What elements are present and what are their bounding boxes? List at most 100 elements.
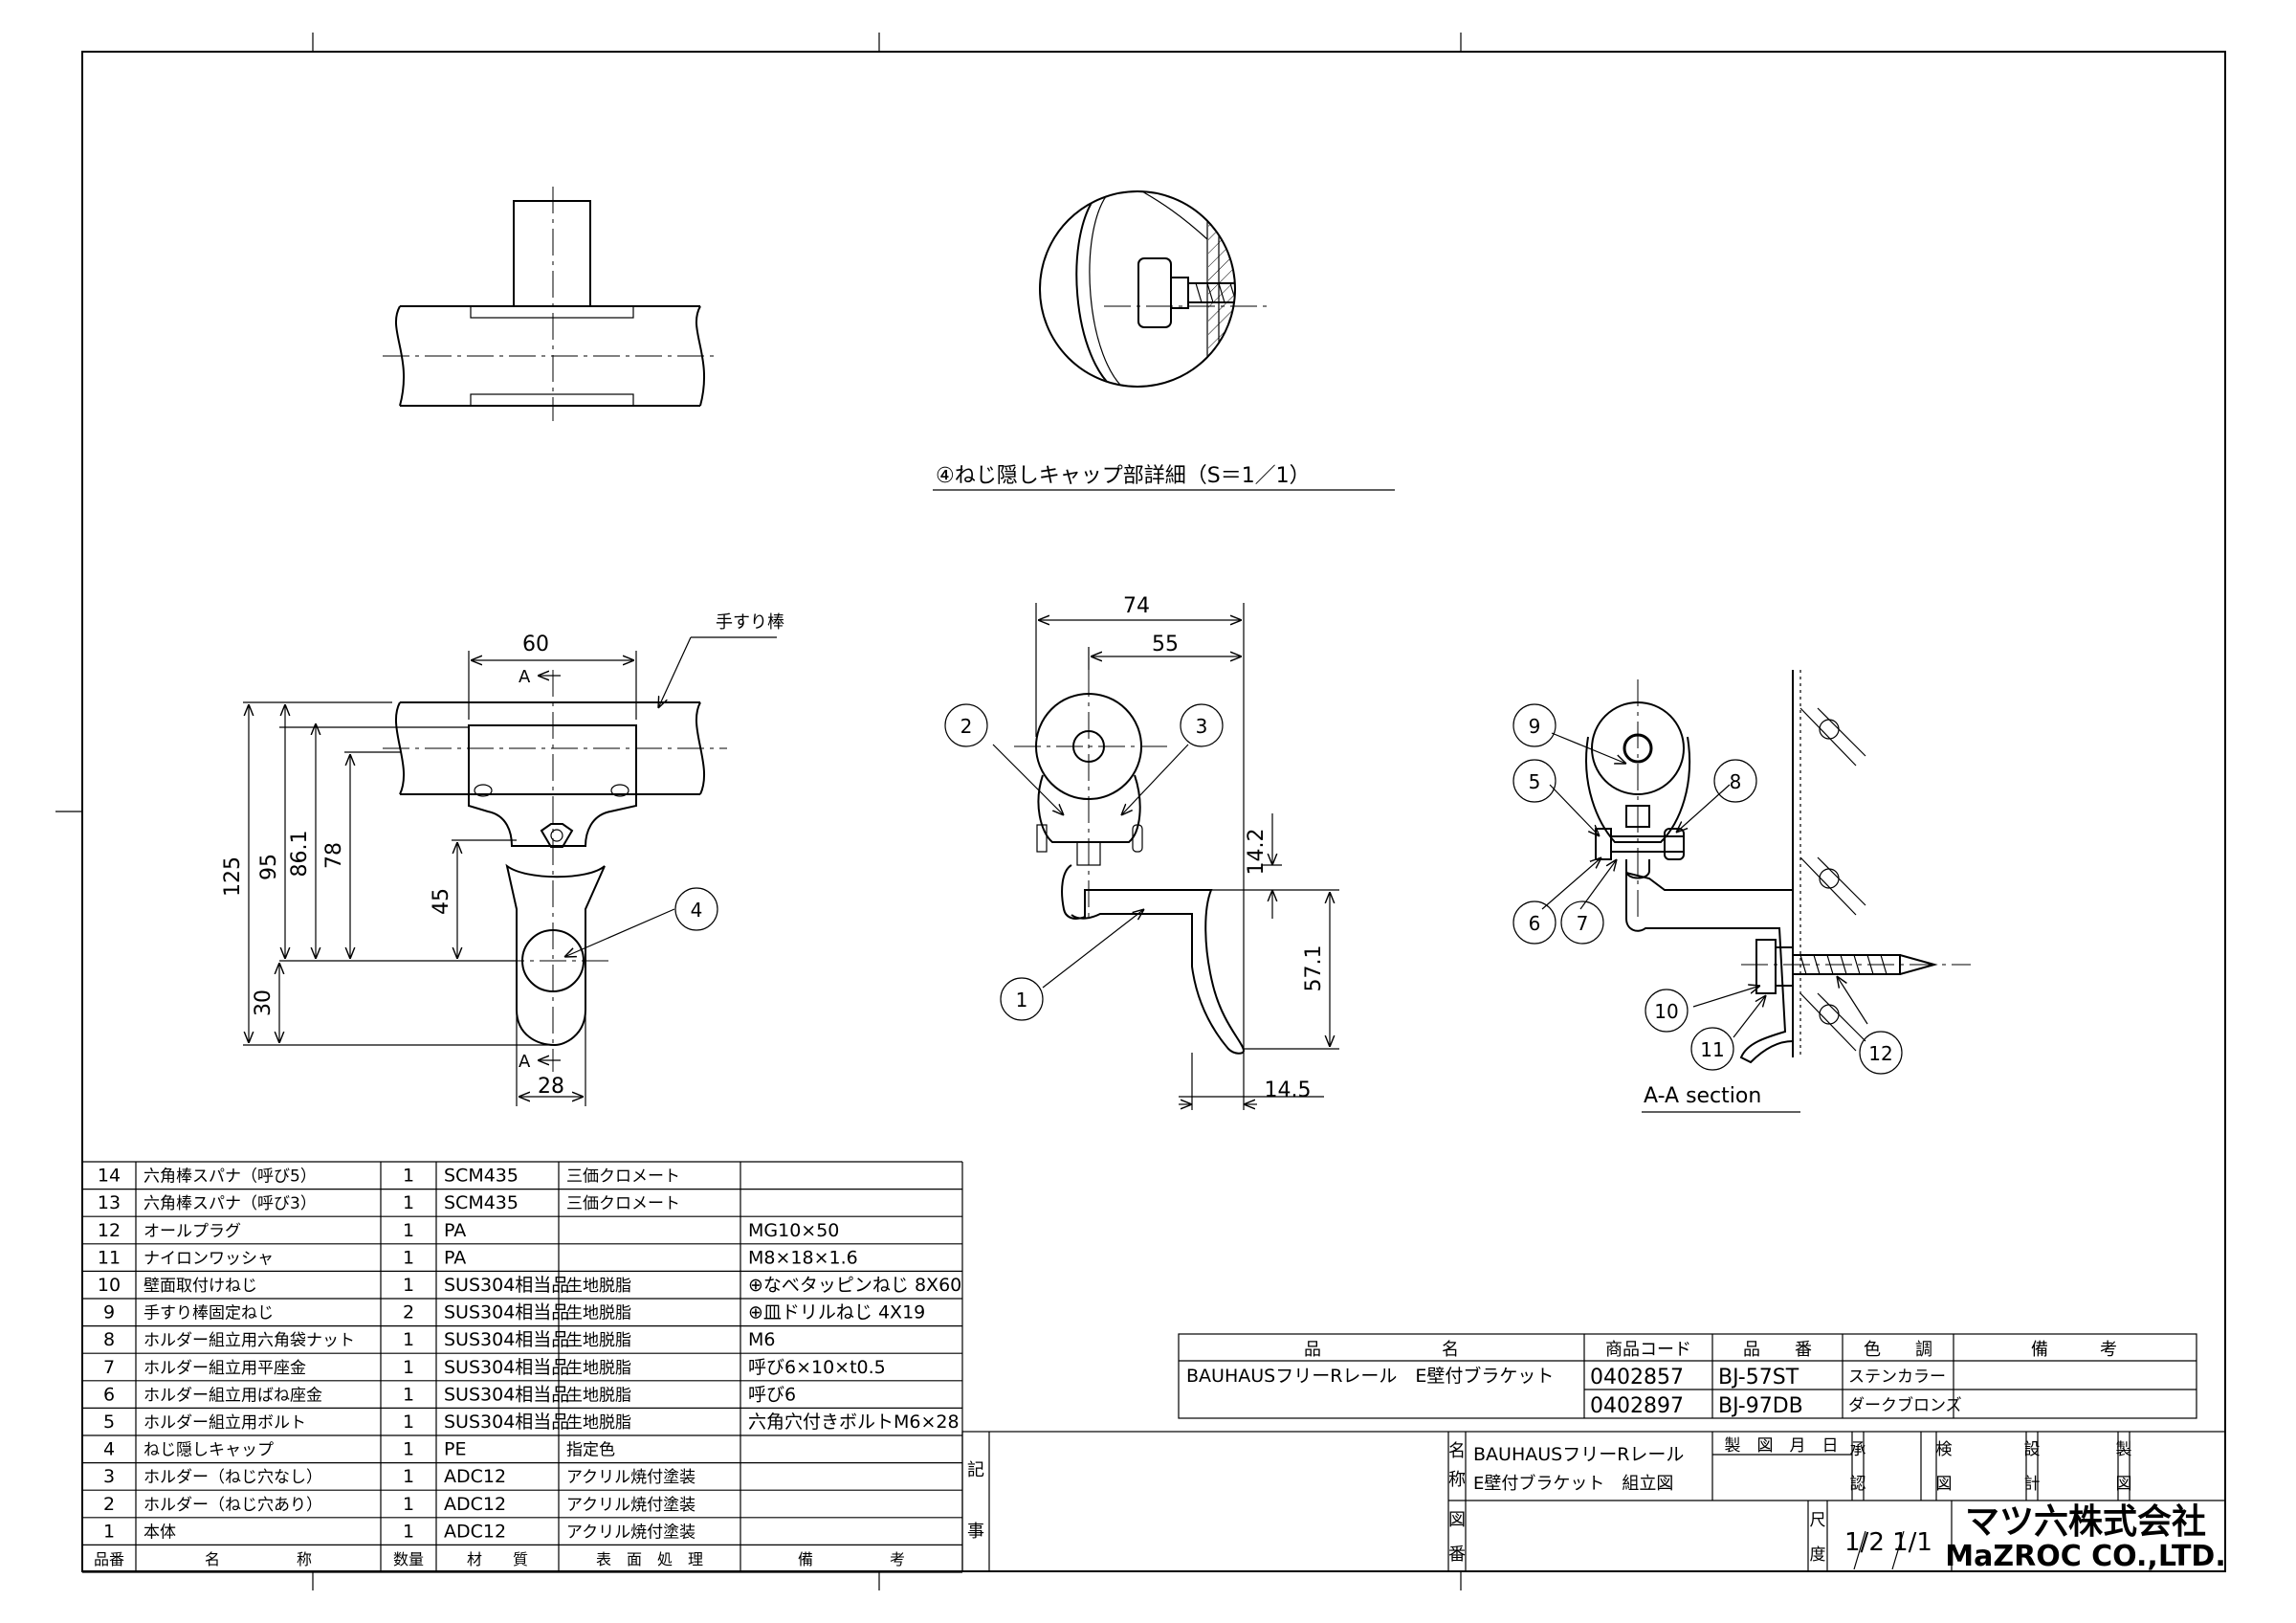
balloon-2: 2 [944,703,988,747]
parts-cell-no: 14 [98,1166,121,1187]
parts-cell-name: 手すり棒固定ねじ [144,1304,274,1323]
product-name: BAUHAUSフリーRレール E壁付ブラケット [1186,1365,1554,1387]
parts-cell-finish: アクリル焼付塗装 [566,1467,695,1487]
dim-28: 28 [538,1075,564,1099]
product-part-1: BJ-57ST [1718,1366,1799,1390]
svg-text:6: 6 [1529,912,1541,935]
dim-57-1: 57.1 [1302,945,1326,992]
parts-cell-no: 3 [103,1466,115,1487]
balloon-5: 5 [1512,759,1556,803]
scale-label-2: 度 [1810,1545,1826,1565]
scale-value: 1/2 1/1 [1844,1528,1932,1557]
parts-cell-name: ホルダー組立用ボルト [144,1413,306,1433]
parts-cell-qty: 1 [403,1329,414,1350]
dim-60: 60 [522,633,549,656]
front-dimensions [243,636,777,1106]
svg-text:9: 9 [1529,715,1541,738]
side-dimensions [992,603,1339,1110]
parts-cell-qty: 1 [403,1494,414,1515]
dim-74: 74 [1123,594,1150,618]
parts-cell-material: SUS304相当品 [444,1275,569,1296]
parts-cell-no: 6 [103,1384,115,1405]
parts-cell-qty: 1 [403,1275,414,1296]
dim-86-1: 86.1 [288,831,312,878]
parts-header-material: 材 質 [467,1550,528,1568]
parts-cell-no: 11 [98,1247,121,1268]
title-line-2: E壁付ブラケット 組立図 [1473,1473,1673,1494]
balloon-11: 11 [1690,1027,1734,1071]
dim-125: 125 [221,856,245,897]
svg-text:7: 7 [1577,912,1589,935]
svg-text:5: 5 [1529,770,1541,793]
product-color-2: ダークブロンズ [1848,1395,1962,1415]
product-color-1: ステンカラー [1848,1367,1946,1387]
parts-header-note: 備 考 [798,1550,905,1568]
dim-45: 45 [430,888,453,915]
dim-55: 55 [1152,633,1179,656]
parts-cell-note: M8×18×1.6 [748,1247,858,1268]
parts-cell-material: PA [444,1247,466,1268]
parts-cell-note: 六角穴付きボルトM6×28 [748,1412,960,1433]
parts-header-name: 名 称 [205,1550,312,1568]
parts-cell-name: ホルダー（ねじ穴あり） [144,1496,322,1515]
product-part-2: BJ-97DB [1718,1394,1803,1418]
parts-cell-no: 7 [103,1357,115,1378]
parts-cell-no: 4 [103,1439,115,1460]
dim-95: 95 [257,854,281,880]
parts-cell-qty: 1 [403,1357,414,1378]
company-jp: マツ六株式会社 [1965,1502,2206,1542]
product-header-note: 備 考 [2031,1340,2117,1360]
balloon-10: 10 [1645,989,1689,1033]
parts-cell-name: ホルダー組立用ばね座金 [144,1386,322,1405]
design-1: 設 [2024,1440,2041,1459]
zu-label: 図 [1448,1510,1466,1530]
balloon-3: 3 [1180,703,1224,747]
section-mark-bottom: A [519,1052,531,1072]
draw-2: 図 [2116,1475,2132,1494]
parts-cell-finish: 生地脱脂 [566,1331,631,1350]
approve-1: 承 [1850,1440,1866,1459]
ji-label: 事 [967,1522,984,1542]
parts-header-finish: 表 面 処 理 [596,1550,703,1568]
screw-cap-detail [1039,190,1272,388]
parts-cell-material: SUS304相当品 [444,1329,569,1350]
balloon-7: 7 [1560,900,1604,945]
parts-cell-name: 本体 [144,1523,176,1542]
parts-cell-no: 8 [103,1329,115,1350]
balloon-4: 4 [674,887,718,931]
parts-cell-material: SCM435 [444,1192,519,1213]
svg-text:2: 2 [960,715,973,738]
top-view [383,187,719,421]
parts-cell-name: ナイロンワッシャ [144,1249,274,1268]
design-2: 計 [2024,1475,2041,1494]
parts-cell-name: ねじ隠しキャップ [144,1441,274,1460]
balloon-12: 12 [1859,1031,1903,1075]
balloons: 1 2 3 4 5 6 7 8 9 10 11 12 [674,703,1903,1075]
parts-cell-finish: 生地脱脂 [566,1304,631,1323]
parts-cell-finish: アクリル焼付塗装 [566,1522,695,1542]
parts-cell-no: 1 [103,1521,115,1542]
sho-label: 称 [1448,1470,1466,1490]
side-view [1014,670,1246,1055]
balloon-9: 9 [1512,703,1556,747]
parts-cell-note: MG10×50 [748,1220,839,1241]
dim-14-5: 14.5 [1265,1078,1312,1102]
parts-cell-material: ADC12 [444,1466,506,1487]
svg-text:3: 3 [1196,715,1208,738]
parts-cell-note: 呼び6 [748,1384,796,1405]
parts-cell-finish: 生地脱脂 [566,1277,631,1296]
date-label: 製 図 月 日 [1725,1436,1839,1456]
product-header-color: 色 調 [1864,1340,1932,1360]
parts-cell-material: ADC12 [444,1494,506,1515]
svg-text:4: 4 [691,899,703,922]
parts-header-no: 品番 [94,1550,124,1568]
parts-cell-material: SUS304相当品 [444,1357,569,1378]
balloon-8: 8 [1713,759,1757,803]
parts-cell-name: 六角棒スパナ（呼び5） [144,1167,317,1187]
parts-cell-note: 呼び6×10×t0.5 [748,1357,886,1378]
draw-1: 製 [2116,1440,2132,1459]
parts-cell-qty: 1 [403,1166,414,1187]
ban-label: 番 [1448,1545,1466,1565]
parts-cell-qty: 1 [403,1466,414,1487]
